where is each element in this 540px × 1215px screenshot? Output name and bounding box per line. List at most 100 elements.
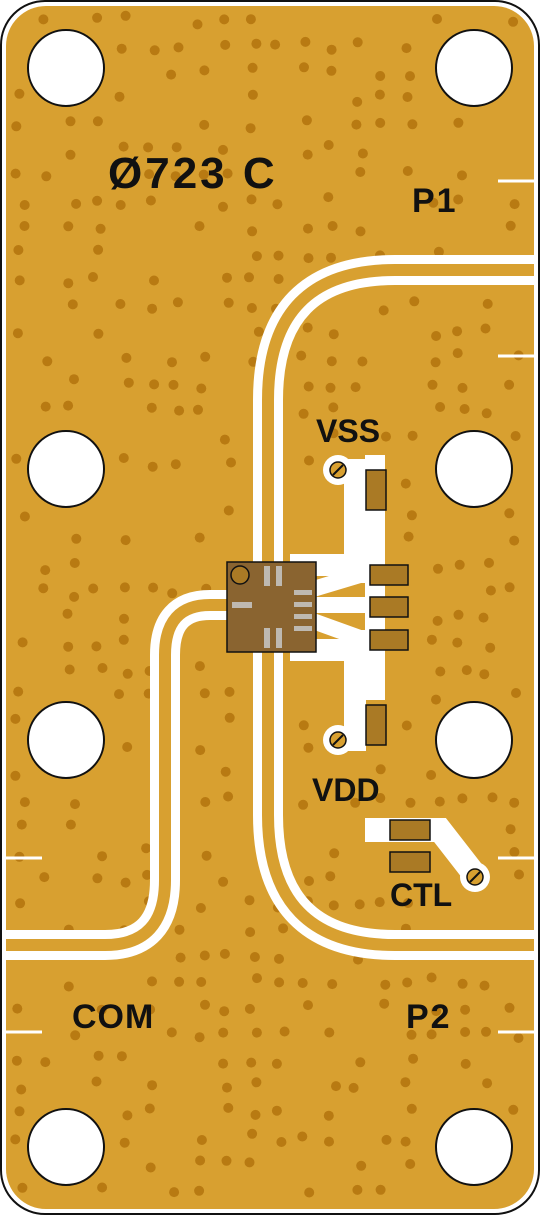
via <box>430 357 441 368</box>
via <box>69 558 80 568</box>
via <box>401 43 412 54</box>
via <box>167 357 177 368</box>
via <box>378 305 389 316</box>
via <box>92 195 103 206</box>
via <box>70 1030 81 1041</box>
via <box>115 200 126 210</box>
via <box>485 642 496 653</box>
pin-label-vss: VSS <box>316 413 380 449</box>
via <box>11 453 22 464</box>
via <box>247 226 258 237</box>
via <box>97 663 108 673</box>
via <box>122 668 133 679</box>
via <box>251 1027 262 1038</box>
via <box>175 952 186 963</box>
via <box>166 69 177 80</box>
via <box>350 382 361 393</box>
via <box>355 167 366 177</box>
via <box>457 793 468 804</box>
via <box>406 1103 417 1114</box>
via <box>453 117 464 128</box>
via <box>120 877 131 888</box>
via <box>460 1027 471 1037</box>
via <box>40 1057 51 1068</box>
via <box>10 770 21 781</box>
via <box>245 14 256 25</box>
via <box>220 766 231 777</box>
via <box>145 1162 156 1173</box>
via <box>196 977 207 987</box>
via <box>323 1110 334 1121</box>
via <box>279 1026 290 1037</box>
via <box>271 1105 282 1116</box>
via <box>452 326 463 337</box>
via <box>511 688 521 698</box>
via <box>409 296 420 307</box>
via <box>218 144 228 155</box>
via <box>118 453 129 463</box>
via <box>41 171 52 182</box>
via <box>452 348 463 359</box>
via <box>219 948 230 959</box>
via <box>148 582 159 593</box>
via <box>505 824 516 835</box>
via-field <box>10 10 524 1198</box>
via <box>192 19 203 30</box>
via <box>271 1058 282 1069</box>
via <box>144 169 155 180</box>
via <box>432 14 442 24</box>
via <box>11 1055 22 1066</box>
via <box>223 297 234 308</box>
via <box>375 793 386 803</box>
capacitor-bias-2 <box>369 596 409 618</box>
via <box>97 1182 108 1193</box>
via <box>17 1182 28 1193</box>
via <box>200 999 210 1010</box>
via <box>274 977 285 988</box>
via <box>247 89 258 100</box>
via <box>223 505 234 516</box>
via <box>402 166 413 176</box>
via <box>147 1080 158 1091</box>
capacitor-vss <box>365 469 387 511</box>
via <box>120 10 131 21</box>
pin-label-ctl: CTL <box>390 877 452 913</box>
via <box>381 431 391 442</box>
via <box>299 62 309 73</box>
via <box>355 226 366 237</box>
via <box>253 326 264 337</box>
via <box>147 976 157 987</box>
via <box>174 976 185 987</box>
via <box>402 92 413 102</box>
via <box>244 1157 255 1168</box>
via <box>171 142 182 153</box>
via <box>328 402 339 413</box>
capacitor-ctl-2 <box>389 851 431 873</box>
via <box>302 322 313 333</box>
via <box>63 981 74 992</box>
via <box>374 897 385 908</box>
via <box>432 615 443 626</box>
via <box>114 91 125 102</box>
via <box>71 198 82 209</box>
via <box>91 641 102 652</box>
via <box>145 195 156 206</box>
via <box>325 382 336 393</box>
via <box>198 169 209 180</box>
via <box>460 1058 471 1069</box>
via <box>461 665 472 676</box>
via <box>407 430 418 441</box>
via <box>509 199 520 210</box>
via <box>38 583 49 594</box>
via <box>146 402 157 413</box>
test-pad-vss <box>323 455 353 485</box>
via <box>199 688 210 699</box>
test-pads <box>323 455 490 892</box>
port-edge-marks <box>6 179 534 1034</box>
via <box>326 65 337 76</box>
via <box>65 819 76 830</box>
via <box>92 116 103 127</box>
via <box>297 978 308 988</box>
via <box>63 278 74 289</box>
via <box>375 764 386 775</box>
